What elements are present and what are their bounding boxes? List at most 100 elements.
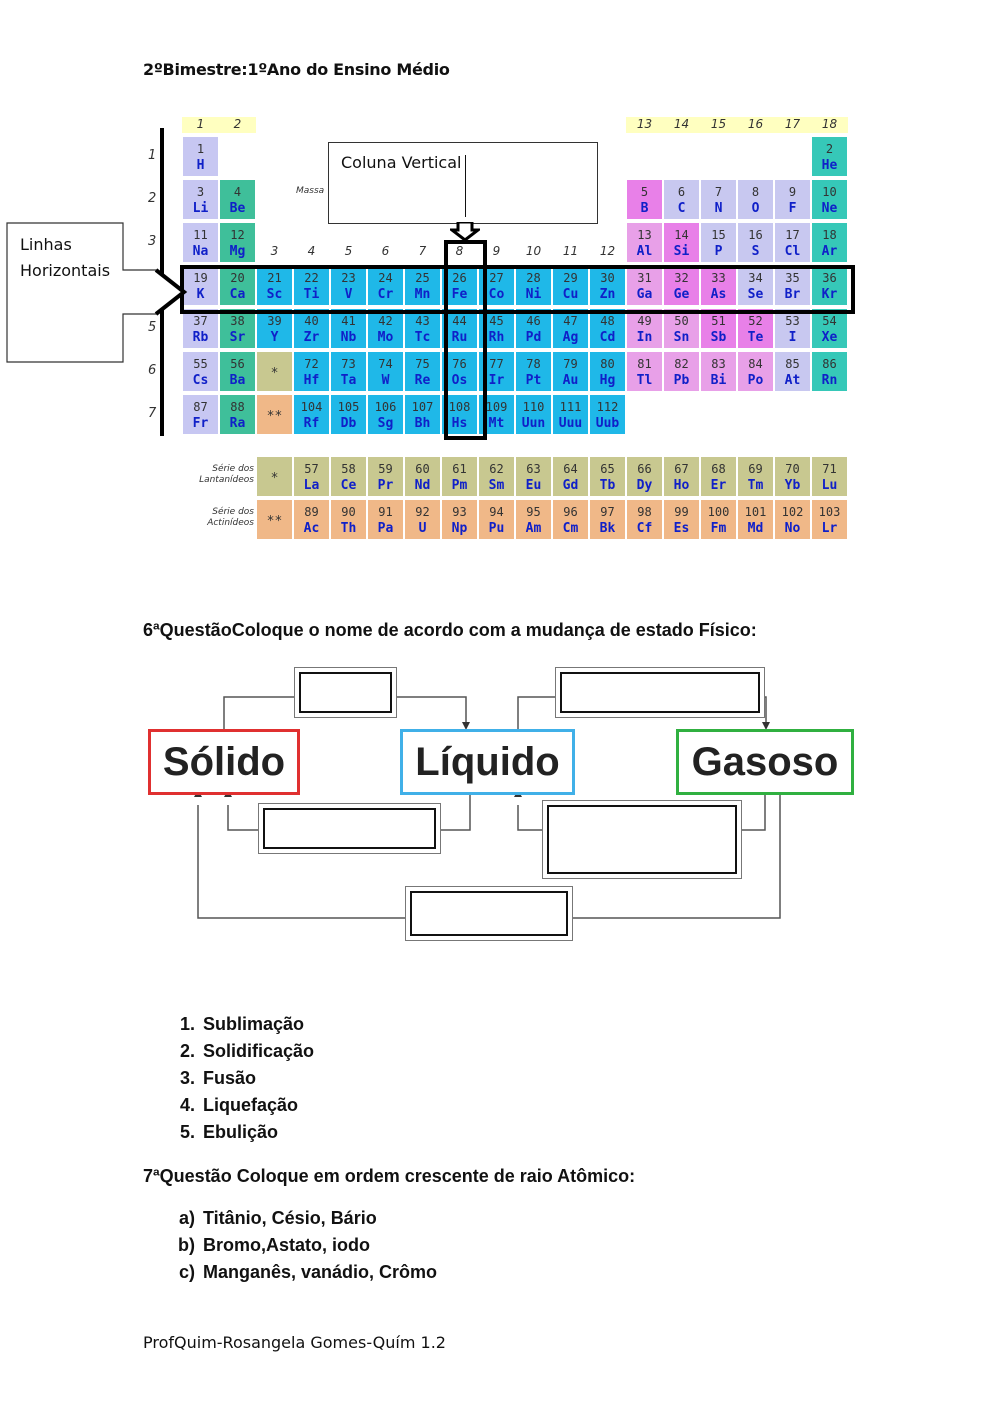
- answer-box-liquid-to-gas[interactable]: [555, 667, 765, 718]
- question-7-item: a)Titânio, Césio, Bário: [165, 1208, 437, 1235]
- element-Nb-symbol: Nb: [340, 330, 357, 345]
- element-Al-number: 13: [637, 228, 652, 242]
- element-Lu-number: 71: [822, 462, 837, 476]
- element-In-number: 49: [637, 314, 652, 328]
- element-Tm-number: 69: [748, 462, 763, 476]
- horizontal-lines-label-1: Linhas: [20, 235, 72, 254]
- element-Ga-symbol: Ga: [636, 287, 653, 302]
- element-Mt-symbol: Mt: [488, 416, 505, 431]
- option-item: 4. Liquefação: [165, 1095, 314, 1122]
- element-Gd-symbol: Gd: [562, 478, 579, 493]
- element-Sm-number: 62: [489, 462, 504, 476]
- question-7-title: 7ªQuestão Coloque em ordem crescente de …: [143, 1166, 636, 1186]
- element-Pb-symbol: Pb: [673, 373, 690, 388]
- group-number-8: 8: [455, 244, 464, 258]
- element-V-number: 23: [341, 271, 356, 285]
- element-Te-symbol: Te: [747, 330, 764, 345]
- element-Ir-number: 77: [489, 357, 504, 371]
- element-Gd-number: 64: [563, 462, 578, 476]
- option-item: 2.Solidificação: [165, 1041, 314, 1068]
- answer-box-gas-to-liquid[interactable]: [542, 800, 742, 879]
- option-number: 4.: [179, 1095, 195, 1115]
- element-Ba-symbol: Ba: [229, 373, 246, 388]
- element-As-symbol: As: [710, 287, 727, 302]
- element-Tc-symbol: Tc: [414, 330, 431, 345]
- element-Be-number: 4: [233, 185, 242, 199]
- element-Cd-number: 48: [600, 314, 615, 328]
- element-Fm-symbol: Fm: [710, 521, 727, 536]
- group-number-10: 10: [525, 244, 542, 258]
- series-marker-p6: *: [270, 366, 279, 381]
- group-number-15: 15: [700, 117, 737, 133]
- element-Mo-symbol: Mo: [377, 330, 394, 345]
- element-Er-number: 68: [711, 462, 726, 476]
- element-C-symbol: C: [677, 201, 686, 216]
- element-Lr-number: 103: [818, 505, 841, 519]
- element-Pt-number: 78: [526, 357, 541, 371]
- element-Mn-number: 25: [415, 271, 430, 285]
- element-Bi-symbol: Bi: [710, 373, 727, 388]
- question-7-item: b)Bromo,Astato, iodo: [165, 1235, 437, 1262]
- element-Md-symbol: Md: [747, 521, 764, 536]
- answer-box-solid-to-liquid[interactable]: [294, 667, 397, 718]
- element-Ba-number: 56: [230, 357, 245, 371]
- element-Pd-number: 46: [526, 314, 541, 328]
- group-number-5: 5: [344, 244, 353, 258]
- answer-box-solid-gas[interactable]: [405, 886, 573, 941]
- element-Kr-symbol: Kr: [821, 287, 838, 302]
- element-Zr-number: 40: [304, 314, 319, 328]
- group-number-14: 14: [663, 117, 700, 133]
- element-Am-symbol: Am: [525, 521, 542, 536]
- option-text: Liquefação: [203, 1095, 299, 1115]
- answer-box-liquid-to-solid[interactable]: [258, 803, 441, 854]
- element-He-number: 2: [825, 142, 834, 156]
- element-Hf-number: 72: [304, 357, 319, 371]
- element-Fe-number: 26: [452, 271, 467, 285]
- element-B-symbol: B: [640, 201, 649, 216]
- element-Uun-symbol: Uun: [521, 416, 546, 431]
- element-Tl-number: 81: [637, 357, 652, 371]
- element-Fe-symbol: Fe: [451, 287, 468, 302]
- element-Y-symbol: Y: [270, 330, 279, 345]
- element-Sr-number: 38: [230, 314, 245, 328]
- element-Li-symbol: Li: [192, 201, 209, 216]
- item-marker: a): [178, 1208, 195, 1228]
- element-Ir-symbol: Ir: [488, 373, 505, 388]
- group-number-3: 3: [270, 244, 279, 258]
- element-Sc-symbol: Sc: [266, 287, 283, 302]
- element-Np-symbol: Np: [451, 521, 468, 536]
- element-Po-number: 84: [748, 357, 763, 371]
- element-Pu-symbol: Pu: [488, 521, 505, 536]
- element-Uuu-symbol: Uuu: [558, 416, 583, 431]
